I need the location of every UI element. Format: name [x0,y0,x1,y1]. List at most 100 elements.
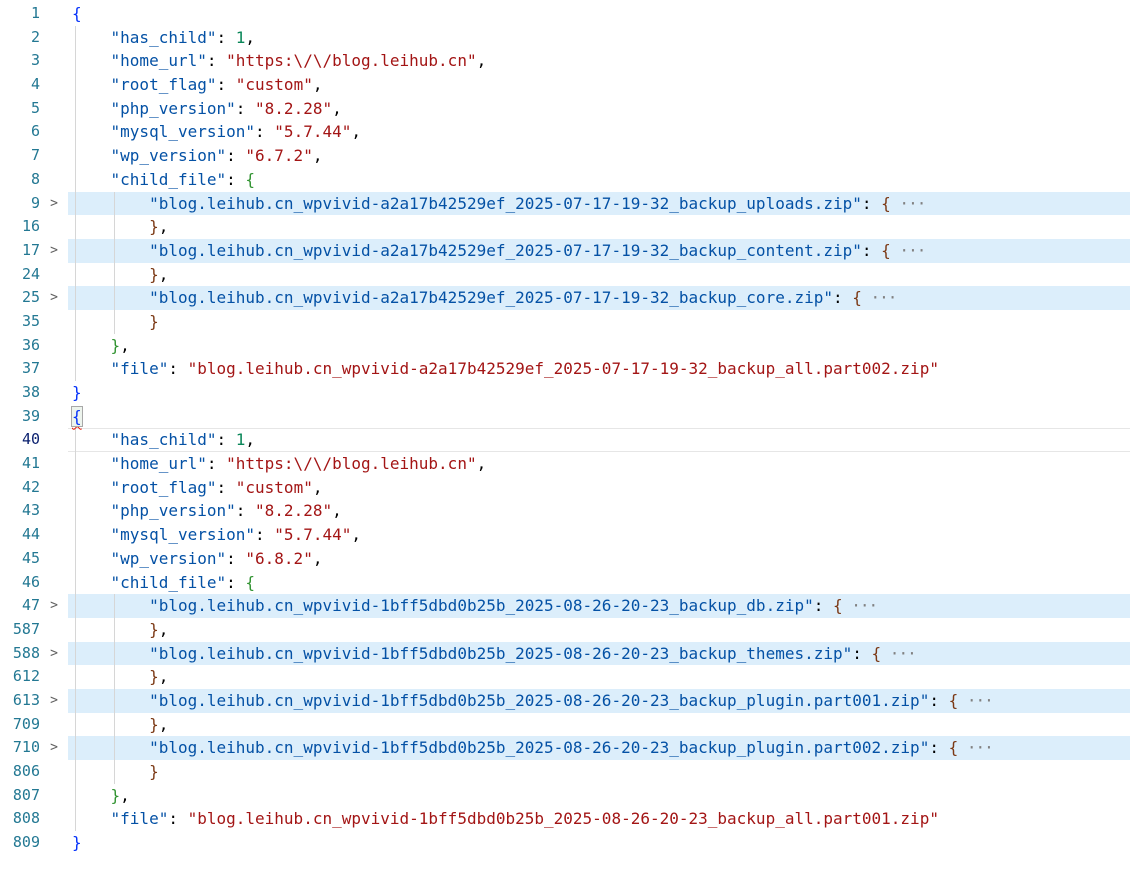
token-brace: } [149,619,159,639]
line-number[interactable]: 44 [21,525,40,544]
token-brace: { [948,690,959,710]
code-content[interactable]: "blog.leihub.cn_wpvivid-1bff5dbd0b25b_20… [68,736,1130,760]
code-content[interactable]: }, [68,262,1130,287]
line-number[interactable]: 709 [12,714,40,733]
line-number[interactable]: 7 [30,146,40,165]
code-content[interactable]: }, [68,783,1130,808]
code-content[interactable]: "wp_version": "6.8.2", [68,546,1130,571]
folded-ellipsis[interactable]: ··· [881,643,917,663]
line-number[interactable]: 39 [21,406,40,425]
gutter: 807 [0,784,68,808]
line-number[interactable]: 806 [12,762,40,780]
line-number[interactable]: 3 [30,51,40,70]
code-content[interactable]: "blog.leihub.cn_wpvivid-1bff5dbd0b25b_20… [68,641,1130,666]
gutter: 44 [0,523,68,547]
line-number[interactable]: 2 [30,27,40,46]
line-number[interactable]: 809 [12,833,40,852]
line-number[interactable]: 46 [21,572,40,591]
code-line-38: 38} [0,381,1130,405]
line-number[interactable]: 612 [12,667,40,686]
code-content[interactable]: }, [68,617,1130,642]
line-number[interactable]: 587 [12,619,40,638]
fold-chevron-icon[interactable]: > [50,242,58,258]
code-content[interactable]: "home_url": "https:\/\/blog.leihub.cn", [68,49,1130,74]
code-content[interactable]: } [68,760,1130,784]
line-number[interactable]: 613 [12,690,40,709]
line-number[interactable]: 36 [21,335,40,354]
line-number[interactable]: 40 [21,430,40,449]
code-content[interactable]: "root_flag": "custom", [68,475,1130,500]
line-number[interactable]: 25 [21,288,40,307]
fold-chevron-icon[interactable]: > [50,290,58,306]
line-number[interactable]: 45 [21,548,40,567]
fold-chevron-icon[interactable]: > [50,740,58,756]
line-number[interactable]: 43 [21,501,40,520]
line-number[interactable]: 5 [30,98,40,117]
line-number[interactable]: 41 [21,454,40,473]
folded-ellipsis[interactable]: ··· [958,690,994,710]
code-content[interactable]: } [68,309,1130,334]
folded-ellipsis[interactable]: ··· [861,288,898,308]
token-whitespace [72,359,111,378]
fold-spacer [40,571,68,595]
line-number[interactable]: 6 [30,122,40,141]
code-content[interactable]: "file": "blog.leihub.cn_wpvivid-a2a17b42… [68,357,1130,381]
code-content[interactable]: "blog.leihub.cn_wpvivid-1bff5dbd0b25b_20… [68,688,1130,713]
code-content[interactable]: { [68,2,1130,26]
code-content[interactable]: }, [68,215,1130,239]
code-content[interactable]: "blog.leihub.cn_wpvivid-a2a17b42529ef_20… [68,238,1130,263]
line-number[interactable]: 710 [12,738,40,757]
code-content[interactable]: { [68,405,1130,429]
code-line-44: 44 "mysql_version": "5.7.44", [0,523,1130,547]
line-number[interactable]: 16 [21,217,40,236]
code-content[interactable]: } [68,831,1130,855]
code-content[interactable]: "php_version": "8.2.28", [68,499,1130,524]
line-number[interactable]: 588 [12,643,40,662]
line-number[interactable]: 37 [21,359,40,378]
code-line-808: 808 "file": "blog.leihub.cn_wpvivid-1bff… [0,807,1130,832]
token-key: "home_url" [110,51,207,71]
line-number[interactable]: 42 [21,477,40,496]
token-key: "root_flag" [110,75,217,95]
line-number[interactable]: 4 [30,75,40,94]
code-content[interactable]: "root_flag": "custom", [68,73,1130,97]
code-content[interactable]: }, [68,712,1130,737]
code-content[interactable]: "has_child": 1, [68,428,1130,453]
code-content[interactable]: "blog.leihub.cn_wpvivid-a2a17b42529ef_20… [68,286,1130,310]
line-number[interactable]: 38 [21,383,40,401]
fold-chevron-icon[interactable]: > [50,645,58,661]
code-content[interactable]: "has_child": 1, [68,25,1130,50]
code-content[interactable]: "file": "blog.leihub.cn_wpvivid-1bff5dbd… [68,807,1130,832]
line-number[interactable]: 17 [21,240,40,259]
code-content[interactable]: "mysql_version": "5.7.44", [68,120,1130,145]
line-number[interactable]: 807 [12,785,40,804]
indent-guide [113,665,115,689]
code-content[interactable]: "child_file": { [68,570,1130,595]
fold-chevron-icon[interactable]: > [50,598,58,614]
code-content[interactable]: "home_url": "https:\/\/blog.leihub.cn", [68,452,1130,476]
line-number[interactable]: 47 [21,596,40,615]
code-content[interactable]: "wp_version": "6.7.2", [68,144,1130,168]
folded-ellipsis[interactable]: ··· [958,738,994,758]
folded-ellipsis[interactable]: ··· [842,596,878,616]
code-content[interactable]: "blog.leihub.cn_wpvivid-1bff5dbd0b25b_20… [68,594,1130,618]
folded-ellipsis[interactable]: ··· [890,193,926,213]
line-number[interactable]: 808 [12,809,40,828]
fold-chevron-icon[interactable]: > [50,195,58,211]
code-content[interactable]: } [68,381,1130,405]
line-number[interactable]: 1 [30,4,40,22]
code-content[interactable]: "child_file": { [68,167,1130,192]
line-number[interactable]: 24 [21,264,40,283]
code-line-42: 42 "root_flag": "custom", [0,475,1130,500]
code-content[interactable]: "blog.leihub.cn_wpvivid-a2a17b42529ef_20… [68,191,1130,216]
code-content[interactable]: "php_version": "8.2.28", [68,96,1130,121]
folded-ellipsis[interactable]: ··· [890,240,926,260]
code-content[interactable]: }, [68,665,1130,689]
line-number[interactable]: 8 [30,169,40,188]
line-number[interactable]: 9 [30,193,40,212]
fold-chevron-icon[interactable]: > [50,692,58,708]
code-content[interactable]: }, [68,333,1130,358]
line-number[interactable]: 35 [21,311,40,330]
code-content[interactable]: "mysql_version": "5.7.44", [68,523,1130,547]
token-punctuation: , [245,27,256,47]
